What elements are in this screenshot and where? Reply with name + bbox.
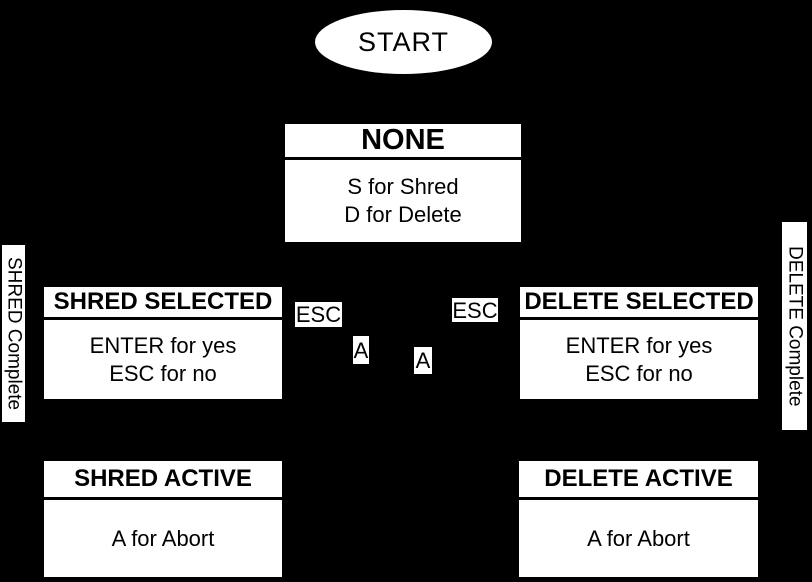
state-node-shred-selected-title: SHRED SELECTED	[44, 287, 282, 320]
edge-label-esc-right: ESC	[452, 297, 498, 323]
node-body-line: ENTER for yes	[565, 332, 713, 358]
node-body-line: ESC for no	[585, 360, 693, 386]
state-node-shred-selected-body: ENTER for yes ESC for no	[44, 320, 282, 399]
state-node-none-title: NONE	[285, 124, 521, 160]
edge-label-esc-left: ESC	[295, 302, 342, 327]
state-node-delete-active-body: A for Abort	[519, 500, 758, 577]
state-node-shred-active-title: SHRED ACTIVE	[44, 461, 282, 500]
node-body-line: A for Abort	[587, 525, 690, 551]
side-label-shred-complete: SHRED Complete	[2, 245, 25, 422]
state-node-none: NONE S for Shred D for Delete	[285, 124, 521, 242]
edge-label-a-left: A	[353, 336, 369, 364]
node-body-line: A for Abort	[111, 525, 215, 551]
state-node-delete-selected-body: ENTER for yes ESC for no	[520, 320, 758, 399]
state-node-delete-active-title: DELETE ACTIVE	[519, 461, 758, 500]
state-node-shred-active: SHRED ACTIVE A for Abort	[44, 461, 282, 577]
state-node-delete-active: DELETE ACTIVE A for Abort	[519, 461, 758, 577]
state-node-delete-selected-title: DELETE SELECTED	[520, 287, 758, 320]
start-node: START	[315, 10, 492, 74]
node-body-line: S for Shred	[347, 174, 459, 199]
node-body-line: D for Delete	[344, 202, 462, 227]
node-body-line: ENTER for yes	[89, 332, 237, 358]
edge-label-a-right: A	[414, 347, 432, 374]
state-node-delete-selected: DELETE SELECTED ENTER for yes ESC for no	[520, 287, 758, 399]
state-node-shred-selected: SHRED SELECTED ENTER for yes ESC for no	[44, 287, 282, 399]
node-body-line: ESC for no	[109, 360, 217, 386]
state-node-shred-active-body: A for Abort	[44, 500, 282, 577]
start-node-label: START	[357, 26, 449, 57]
side-label-delete-complete: DELETE Complete	[782, 222, 807, 430]
state-node-none-body: S for Shred D for Delete	[285, 160, 521, 242]
